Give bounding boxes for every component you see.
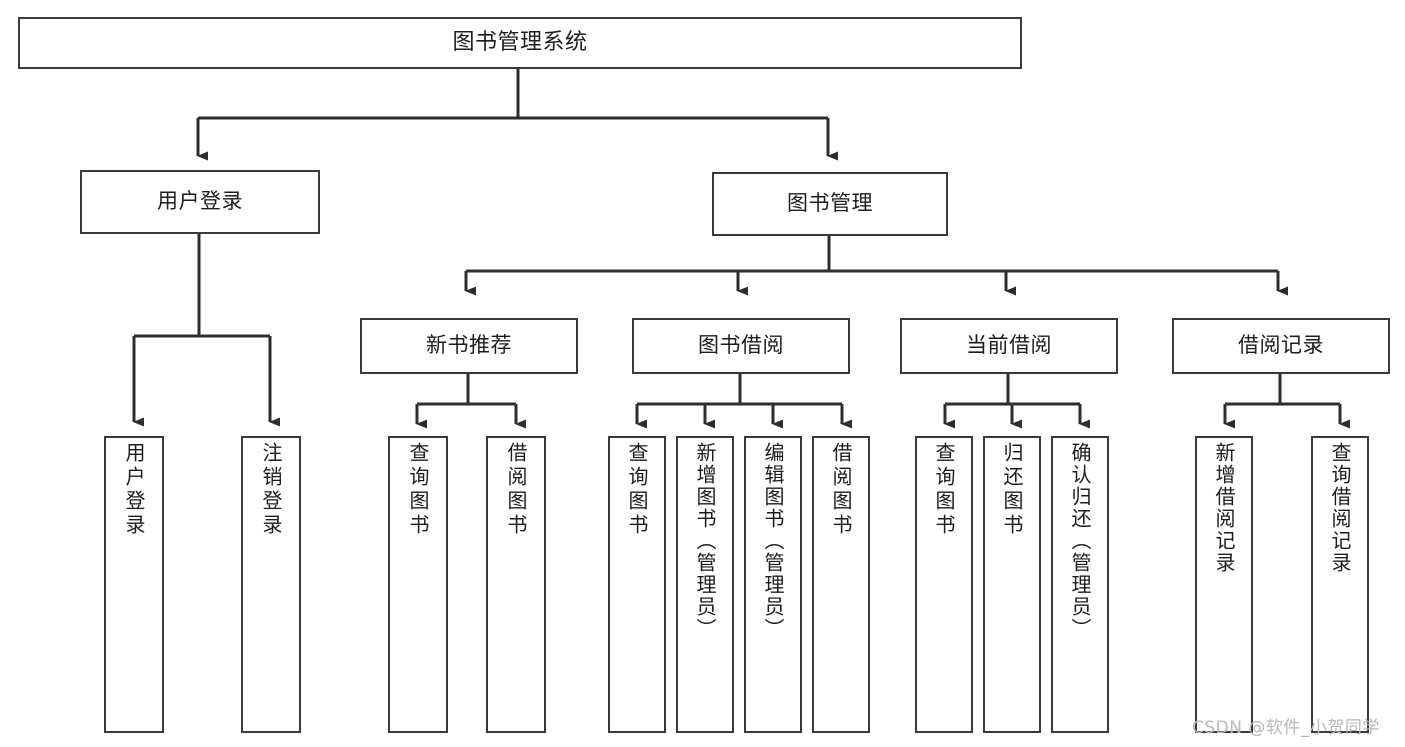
leaf-new-book-borrow[interactable]: 借阅图书 (486, 436, 546, 733)
leaf-book-borrow-add[interactable]: 新增图书（管理员） (676, 436, 734, 733)
node-book-management[interactable]: 图书管理 (712, 172, 948, 236)
node-label: 图书管理系统 (452, 29, 588, 55)
node-label: 新书推荐 (426, 333, 512, 358)
leaf-user-login-login[interactable]: 用户登录 (104, 436, 164, 733)
leaf-current-borrow-return[interactable]: 归还图书 (983, 436, 1041, 733)
leaf-label: 查询图书 (932, 442, 956, 538)
leaf-current-borrow-query[interactable]: 查询图书 (915, 436, 973, 733)
node-label: 图书管理 (787, 191, 873, 216)
leaf-current-borrow-confirm[interactable]: 确认归还（管理员） (1051, 436, 1109, 733)
node-new-book-recommend[interactable]: 新书推荐 (360, 318, 578, 374)
leaf-label: 编辑图书（管理员） (761, 442, 785, 640)
leaf-label: 归还图书 (1000, 442, 1024, 538)
leaf-label: 查询图书 (625, 442, 649, 538)
node-current-borrow[interactable]: 当前借阅 (900, 318, 1118, 374)
node-root-system[interactable]: 图书管理系统 (18, 17, 1022, 69)
leaf-label: 借阅图书 (829, 442, 853, 538)
leaf-borrow-record-add[interactable]: 新增借阅记录 (1195, 436, 1253, 733)
leaf-label: 查询图书 (406, 442, 430, 538)
leaf-label: 新增借阅记录 (1212, 442, 1236, 574)
node-label: 图书借阅 (698, 333, 784, 358)
node-label: 用户登录 (157, 189, 243, 214)
leaf-label: 新增图书（管理员） (693, 442, 717, 640)
leaf-label: 注销登录 (259, 442, 283, 538)
leaf-book-borrow-query[interactable]: 查询图书 (608, 436, 666, 733)
leaf-label: 用户登录 (122, 442, 146, 538)
csdn-watermark: CSDN @软件_小贺同学 (1192, 718, 1380, 738)
leaf-label: 借阅图书 (504, 442, 528, 538)
node-book-borrow[interactable]: 图书借阅 (632, 318, 850, 374)
leaf-book-borrow-edit[interactable]: 编辑图书（管理员） (744, 436, 802, 733)
node-user-login[interactable]: 用户登录 (80, 170, 320, 234)
leaf-new-book-query[interactable]: 查询图书 (388, 436, 448, 733)
node-label: 当前借阅 (966, 333, 1052, 358)
leaf-borrow-record-query[interactable]: 查询借阅记录 (1311, 436, 1369, 733)
leaf-user-login-logout[interactable]: 注销登录 (241, 436, 301, 733)
node-borrow-record[interactable]: 借阅记录 (1172, 318, 1390, 374)
leaf-label: 查询借阅记录 (1328, 442, 1352, 574)
leaf-book-borrow-borrow[interactable]: 借阅图书 (812, 436, 870, 733)
node-label: 借阅记录 (1238, 333, 1324, 358)
leaf-label: 确认归还（管理员） (1068, 442, 1092, 640)
